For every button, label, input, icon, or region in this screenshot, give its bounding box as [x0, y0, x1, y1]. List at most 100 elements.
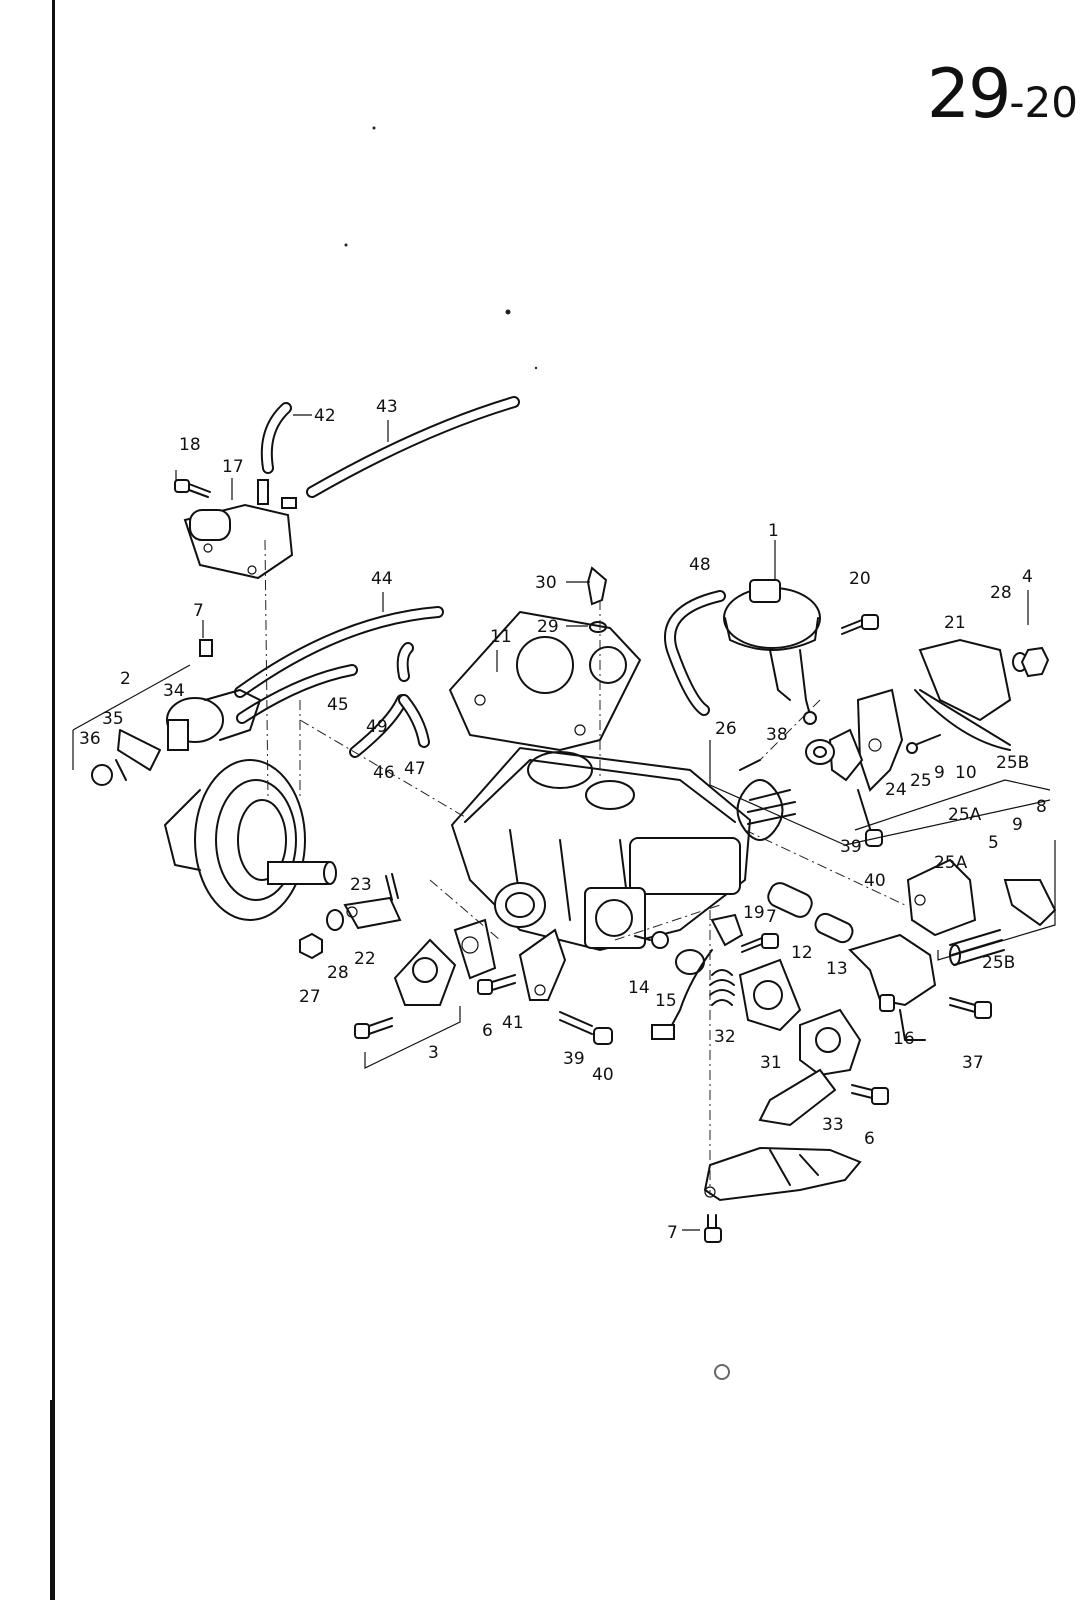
callout-19: 19 — [743, 903, 765, 923]
hose-44 — [260, 402, 292, 474]
callout-18: 18 — [179, 435, 201, 455]
throttle-lever-43 — [518, 928, 567, 1001]
callout-6-right: 6 — [864, 1129, 875, 1149]
screw-6-left — [477, 974, 516, 995]
screw-20 — [841, 614, 879, 635]
callout-48: 46 — [373, 763, 395, 783]
callout-28: 26 — [715, 719, 737, 739]
callout-14: 14 — [628, 978, 650, 998]
hose-48-49 — [349, 642, 430, 758]
callout-41-lower: 39 — [563, 1049, 585, 1069]
callout-10: 10 — [955, 763, 977, 783]
hose-45 — [306, 396, 520, 498]
callout-26: 25A — [934, 853, 968, 873]
nut-washer-29-30 — [299, 909, 344, 960]
washer-30-nut-4 — [1012, 646, 1050, 678]
callout-32: 30 — [535, 573, 557, 593]
lever-21 — [914, 638, 1012, 751]
bolt-41-42-upper — [857, 789, 883, 847]
heat-shield-plate — [703, 1146, 862, 1202]
callout-23: 23 — [350, 875, 372, 895]
wire-connector — [651, 949, 713, 1040]
lever-5 — [1003, 879, 1057, 927]
screw-6-right — [851, 1084, 889, 1105]
hose-47 — [236, 664, 358, 724]
plug-14 — [634, 931, 669, 949]
small-parts-37-38 — [91, 729, 161, 786]
callout-33: 31 — [760, 1053, 782, 1073]
fitting-32 — [586, 566, 608, 606]
assembly-line-3 — [299, 719, 471, 821]
callout-7-left: 7 — [193, 601, 204, 621]
page-number-main: 29 — [926, 55, 1012, 134]
callout-44: 42 — [314, 406, 336, 426]
page-number: 29-20 — [927, 55, 1078, 134]
callout-38: 36 — [79, 729, 101, 749]
callout-36: 34 — [163, 681, 185, 701]
assembly-line-7 — [759, 699, 821, 761]
callout-20: 20 — [849, 569, 871, 589]
callout-37: 35 — [102, 709, 124, 729]
bushing-40 — [805, 739, 835, 765]
assembly-line-1 — [264, 539, 269, 801]
callout-25: 25 — [910, 771, 932, 791]
callout-16: 16 — [893, 1029, 915, 1049]
callout-45: 43 — [376, 397, 398, 417]
gasket-3-plate — [453, 918, 497, 980]
callout-39: 37 — [962, 1053, 984, 1073]
bolt-41-42-lower — [559, 1011, 613, 1045]
callout-31: 29 — [537, 617, 559, 637]
callout-7-mid: 7 — [766, 907, 777, 927]
callout-7-bottom: 7 — [667, 1223, 678, 1243]
bracket-22 — [343, 896, 402, 930]
group-bracket-25 — [709, 740, 1051, 846]
callout-21: 21 — [944, 613, 966, 633]
assembly-line-9 — [614, 904, 721, 941]
callout-30-right: 28 — [990, 583, 1012, 603]
choke-unit-1 — [723, 579, 821, 725]
callout-34: 32 — [714, 1027, 736, 1047]
pulldown-diaphragm — [164, 759, 337, 921]
callout-8: 8 — [1036, 797, 1047, 817]
callout-49: 47 — [404, 759, 426, 779]
callout-4: 4 — [1022, 567, 1033, 587]
callout-43: 41 — [502, 1013, 524, 1033]
screw-7-mid — [741, 933, 779, 953]
carburetor-body — [450, 746, 752, 952]
hose-50 — [664, 590, 726, 716]
sleeve-12-13 — [767, 882, 854, 944]
print-smudge — [714, 1364, 730, 1380]
gasket-11 — [449, 611, 641, 751]
callout-12: 12 — [791, 943, 813, 963]
screw-10 — [906, 734, 941, 754]
diaphragm-cover-3 — [393, 938, 457, 1006]
screw-23 — [385, 873, 399, 901]
print-speck — [372, 126, 376, 130]
valve-17 — [183, 479, 297, 580]
callout-35: 33 — [822, 1115, 844, 1135]
callout-29: 27 — [299, 987, 321, 1007]
callout-25a: 25A — [948, 805, 982, 825]
clip-19 — [710, 913, 744, 947]
lever-24-25 — [828, 688, 904, 792]
callout-22: 22 — [354, 949, 376, 969]
callout-41-upper: 39 — [840, 837, 862, 857]
callout-1: 1 — [768, 521, 779, 541]
screw-7-bottom — [704, 1214, 722, 1243]
page-number-suffix: -20 — [1009, 78, 1078, 127]
print-speck — [534, 366, 538, 370]
vacuum-unit-36 — [166, 639, 261, 751]
callout-50: 48 — [689, 555, 711, 575]
binding-edge-heavy-line — [50, 1400, 55, 1600]
callout-2: 2 — [120, 669, 131, 689]
assembly-line-8 — [429, 879, 501, 941]
assembly-line-5 — [744, 829, 906, 906]
cover-35 — [758, 1008, 862, 1127]
bracket-26 — [906, 858, 977, 937]
fitting-16 — [848, 933, 937, 1041]
spring-34 — [709, 969, 735, 1006]
callout-6-left: 6 — [482, 1021, 493, 1041]
callout-3: 3 — [428, 1043, 439, 1063]
callout-30-left: 28 — [327, 963, 349, 983]
